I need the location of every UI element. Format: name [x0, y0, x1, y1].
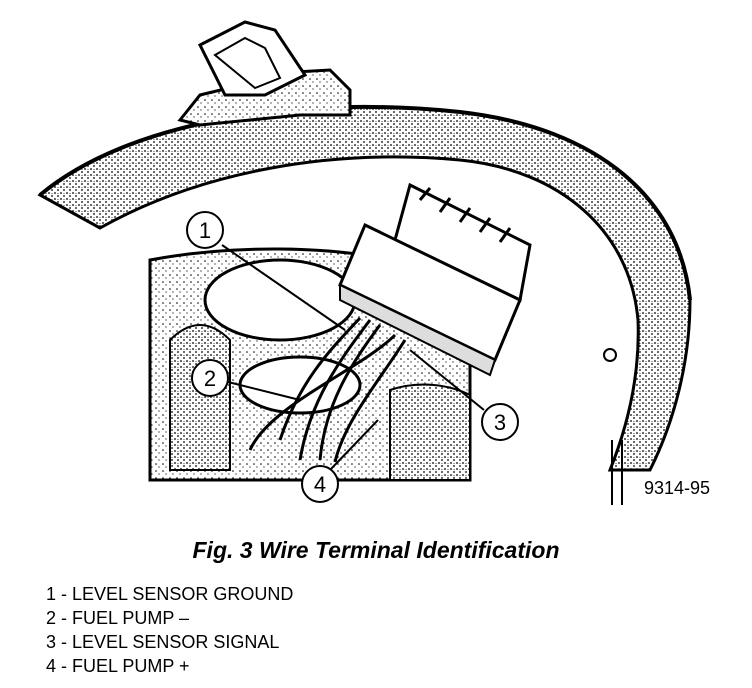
- callout-3: 3: [409, 349, 519, 441]
- legend-item: 4 - FUEL PUMP +: [46, 656, 190, 676]
- top-connector: [177, 20, 352, 127]
- callout-4-number: 4: [314, 472, 326, 497]
- figure-code: 9314-95: [644, 478, 711, 498]
- callout-3-number: 3: [494, 410, 506, 435]
- callout-2: 2: [191, 359, 301, 401]
- legend-item: 1 - LEVEL SENSOR GROUND: [46, 584, 294, 604]
- legend-item: 2 - FUEL PUMP –: [46, 608, 190, 628]
- tank-flange-rim: [37, 104, 692, 505]
- callout-4: 4: [301, 419, 379, 503]
- callout-2-number: 2: [204, 366, 216, 391]
- terminal-connector: [338, 182, 532, 377]
- callout-1: 1: [186, 211, 346, 331]
- figure-caption: Fig. 3 Wire Terminal Identification: [192, 537, 560, 563]
- wire-terminal-diagram: 1 2 3 4: [37, 20, 692, 505]
- wire-harness: [248, 316, 407, 463]
- callout-1-number: 1: [199, 218, 211, 243]
- legend-item: 3 - LEVEL SENSOR SIGNAL: [46, 632, 280, 652]
- legend-list: 1 - LEVEL SENSOR GROUND 2 - FUEL PUMP – …: [46, 582, 293, 678]
